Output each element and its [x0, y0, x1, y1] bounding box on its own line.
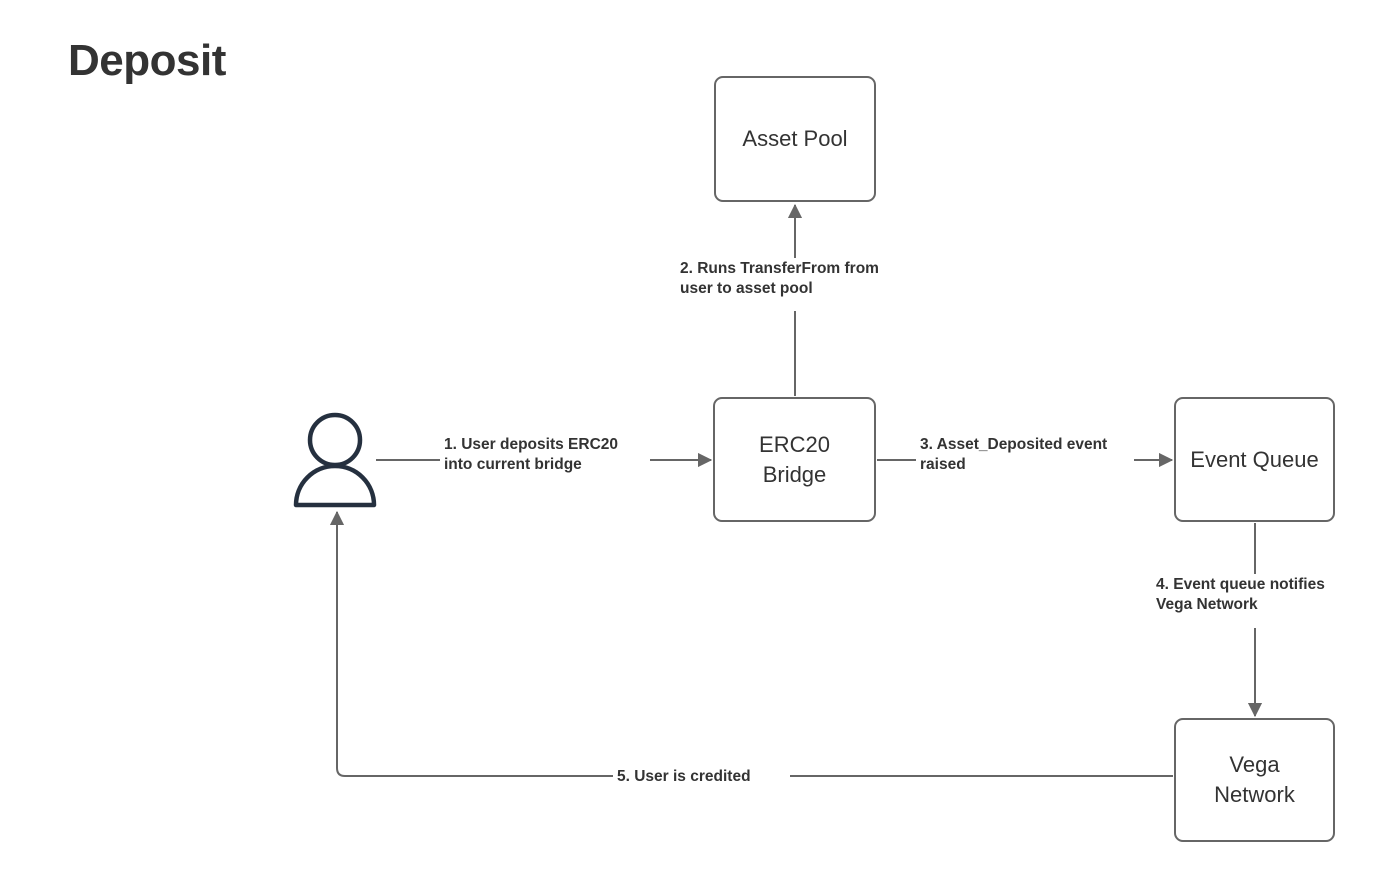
- edge-label-1: 1. User deposits ERC20 into current brid…: [440, 434, 623, 477]
- edge-label-4: 4. Event queue notifies Vega Network: [1152, 574, 1329, 617]
- node-vega-network[interactable]: Vega Network: [1174, 718, 1335, 842]
- edge-label-3: 3. Asset_Deposited event raised: [916, 434, 1112, 477]
- node-vega-network-label: Vega Network: [1214, 752, 1295, 807]
- node-asset-pool-label: Asset Pool: [742, 126, 848, 152]
- page-title: Deposit: [68, 36, 226, 85]
- node-event-queue-label: Event Queue: [1190, 446, 1319, 472]
- edge-label-2: 2. Runs TransferFrom from user to asset …: [676, 258, 883, 301]
- node-erc20-bridge-label: ERC20 Bridge: [759, 431, 830, 487]
- edge-5-vega-to-user: [329, 510, 1173, 777]
- edge-label-5: 5. User is credited: [613, 766, 755, 789]
- user-actor-icon: [293, 412, 377, 508]
- node-erc20-bridge[interactable]: ERC20 Bridge: [713, 397, 876, 522]
- node-event-queue[interactable]: Event Queue: [1174, 397, 1335, 522]
- node-asset-pool[interactable]: Asset Pool: [714, 76, 876, 202]
